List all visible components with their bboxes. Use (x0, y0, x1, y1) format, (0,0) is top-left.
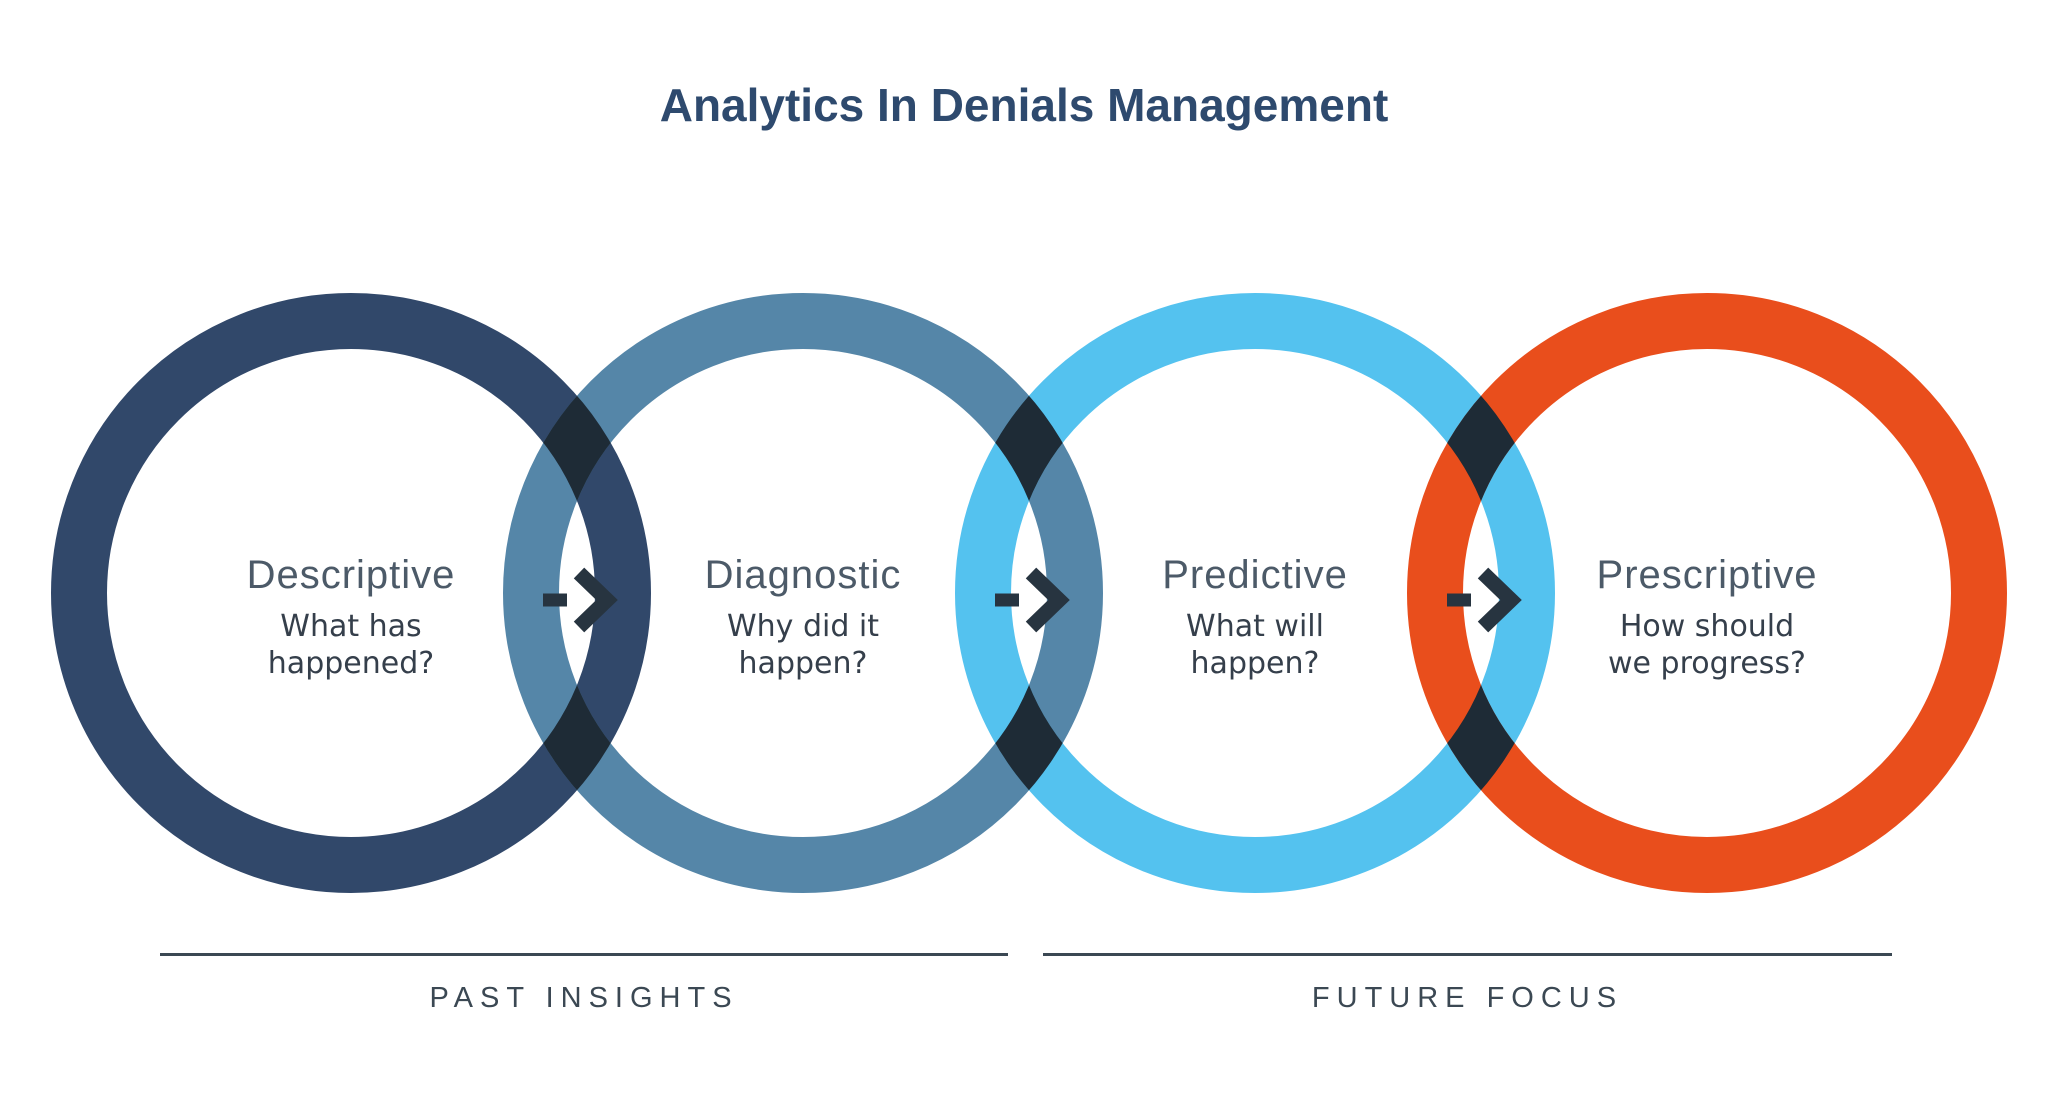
question-line-2: happen? (738, 646, 868, 681)
stage-name: Prescriptive (1596, 553, 1818, 597)
stage-question: How should we progress? (1517, 608, 1897, 682)
stage-name: Predictive (1162, 553, 1348, 597)
stage-question: Why did it happen? (613, 608, 993, 682)
page-title: Analytics In Denials Management (659, 79, 1389, 131)
future-focus-divider (1043, 953, 1892, 956)
question-line-1: Why did it (726, 609, 880, 644)
stage-descriptive-text: Descriptive What has happened? (161, 552, 541, 682)
question-line-1: What will (1186, 609, 1324, 644)
question-line-1: How should (1619, 609, 1795, 644)
right-arrow-icon (1447, 567, 1522, 633)
ring-predictive (955, 293, 1555, 893)
question-line-2: happened? (267, 646, 435, 681)
ring-descriptive (51, 293, 651, 893)
past-insights-divider (160, 953, 1008, 956)
future-focus-label: FUTURE FOCUS (1311, 982, 1624, 1014)
ring-prescriptive (1407, 293, 2007, 893)
stage-predictive-text: Predictive What will happen? (1065, 552, 1445, 682)
stage-name: Diagnostic (704, 553, 902, 597)
stage-diagnostic-text: Diagnostic Why did it happen? (613, 552, 993, 682)
question-line-2: happen? (1190, 646, 1320, 681)
ring-diagnostic (503, 293, 1103, 893)
question-line-2: we progress? (1608, 646, 1806, 681)
stage-question: What has happened? (161, 608, 541, 682)
stage-question: What will happen? (1065, 608, 1445, 682)
past-insights-label: PAST INSIGHTS (429, 982, 739, 1014)
question-line-1: What has (280, 609, 422, 644)
stage-name: Descriptive (246, 553, 456, 597)
stage-prescriptive-text: Prescriptive How should we progress? (1517, 552, 1897, 682)
right-arrow-icon (995, 567, 1070, 633)
right-arrow-icon (543, 567, 618, 633)
